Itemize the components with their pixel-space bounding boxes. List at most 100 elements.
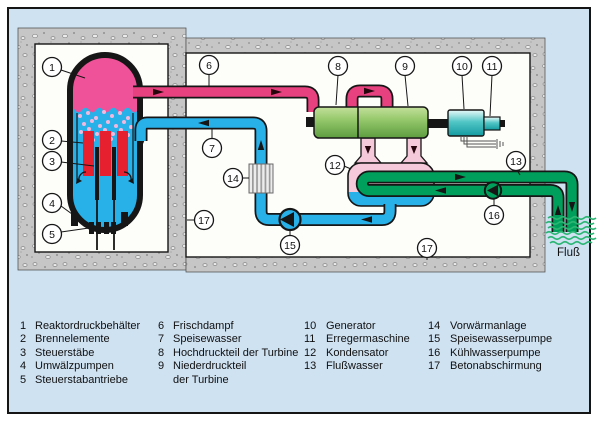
callout-7: 7	[201, 137, 223, 159]
legend-number: 17	[428, 360, 441, 373]
legend-item: 13 Flußwasser	[304, 360, 410, 373]
cooling-water-pump	[483, 181, 503, 200]
svg-text:8: 8	[335, 61, 341, 73]
machine-hall-interior	[185, 52, 531, 258]
legend-item: 15 Speisewasserpumpe	[428, 333, 552, 346]
svg-text:17: 17	[421, 243, 433, 255]
legend-number: 6	[158, 320, 165, 332]
legend-number: 8	[158, 346, 165, 359]
fuel-elements	[83, 131, 128, 176]
legend-number: 14	[428, 320, 441, 332]
callout-leader-lines	[60, 69, 521, 260]
feedwater-pump	[278, 207, 302, 232]
callout-13: 13	[505, 150, 527, 172]
river-waves	[545, 215, 597, 246]
main-steam-line	[133, 85, 320, 112]
legend-column-2: 6 Frischdampf 7 Speisewasser 8 Hochdrucktei…	[158, 320, 298, 387]
flow-arrow-river-up	[554, 205, 562, 215]
generator	[447, 109, 485, 137]
legend-item: 6 Frischdampf	[158, 320, 298, 333]
flow-arrowhead-right	[128, 178, 134, 184]
legend-number: 7	[158, 333, 165, 346]
legend-number: 5	[20, 373, 27, 386]
pump-impeller-icon	[487, 184, 498, 197]
legend-label: Vorwärmanlage	[450, 320, 527, 332]
callout-5: 5	[41, 223, 63, 245]
turbine	[313, 106, 429, 139]
svg-text:10: 10	[456, 61, 468, 73]
legend-label: Hochdruckteil der Turbine	[173, 346, 299, 359]
flow-arrow-feedwater	[198, 119, 209, 127]
callout-1: 1	[41, 56, 63, 78]
svg-text:3: 3	[49, 156, 55, 168]
callout-11: 11	[481, 55, 503, 77]
svg-text:5: 5	[49, 229, 55, 241]
legend-number: 13	[304, 360, 317, 373]
flow-arrow-vessel-inlet	[137, 141, 145, 149]
legend-label: Steuerstäbe	[35, 346, 95, 359]
legend-number: 4	[20, 360, 27, 373]
callout-6: 6	[198, 54, 220, 76]
legend-label: Speisewasser	[173, 333, 242, 346]
legend-label: Brennelemente	[35, 333, 110, 346]
recirculation-pump-left	[71, 212, 78, 226]
legend-item: 14 Vorwärmanlage	[428, 320, 552, 333]
callout-3: 3	[41, 150, 63, 172]
turbo-generator-set	[306, 106, 505, 149]
flow-arrow-cooling-in	[435, 187, 446, 194]
river-label: Fluß	[557, 247, 580, 259]
callout-4: 4	[41, 192, 63, 214]
flow-arrow-river-down	[568, 202, 576, 212]
legend-number: 15	[428, 333, 441, 346]
legend-number: 12	[304, 346, 317, 359]
svg-text:1: 1	[49, 62, 55, 74]
callout-2: 2	[41, 129, 63, 151]
callout-12: 12	[324, 154, 346, 176]
svg-text:2: 2	[49, 135, 55, 147]
legend-item: 12 Kondensator	[304, 347, 410, 360]
legend-label: Kühlwasserpumpe	[450, 346, 541, 359]
callout-14: 14	[222, 167, 244, 189]
legend-number: 3	[20, 346, 27, 359]
svg-text:12: 12	[329, 160, 341, 172]
legend-label: Reaktordruckbehälter	[35, 320, 141, 332]
svg-text:11: 11	[487, 61, 498, 73]
callout-9: 9	[394, 55, 416, 77]
flow-arrow-riser-up	[257, 140, 265, 150]
generator-shaft	[426, 119, 450, 128]
legend-item: 1 Reaktordruckbehälter	[20, 320, 140, 333]
flow-arrow-crossover	[364, 87, 375, 95]
legend-item: 3 Steuerstäbe	[20, 347, 140, 360]
callout-circles: 1 2 3 4 5 6 7 8 9 10 11 12 13 14 15 16 1…	[41, 54, 527, 259]
legend-label: Kondensator	[326, 346, 389, 359]
callout-10: 10	[451, 55, 473, 77]
svg-text:13: 13	[510, 156, 522, 168]
svg-text:7: 7	[209, 143, 215, 155]
flow-arrow-exhaust-left	[364, 146, 372, 154]
callout-17-right: 17	[416, 237, 438, 259]
legend-item: 8 Hochdruckteil der Turbine	[158, 347, 298, 360]
svg-text:6: 6	[206, 60, 212, 72]
legend-label: Generator	[326, 320, 376, 332]
legend-label: Speisewasserpumpe	[450, 333, 553, 346]
flow-arrow-condensate	[361, 216, 372, 223]
legend-label: Flußwasser	[326, 360, 383, 373]
legend-number: 1	[20, 320, 27, 332]
svg-text:4: 4	[49, 198, 55, 210]
legend-label: Frischdampf	[173, 320, 234, 332]
control-rods	[95, 147, 116, 200]
river: Fluß	[545, 215, 597, 259]
legend-number: 11	[304, 333, 316, 346]
legend-label: Niederdruckteil der Turbine	[173, 360, 247, 386]
svg-text:15: 15	[284, 240, 296, 252]
